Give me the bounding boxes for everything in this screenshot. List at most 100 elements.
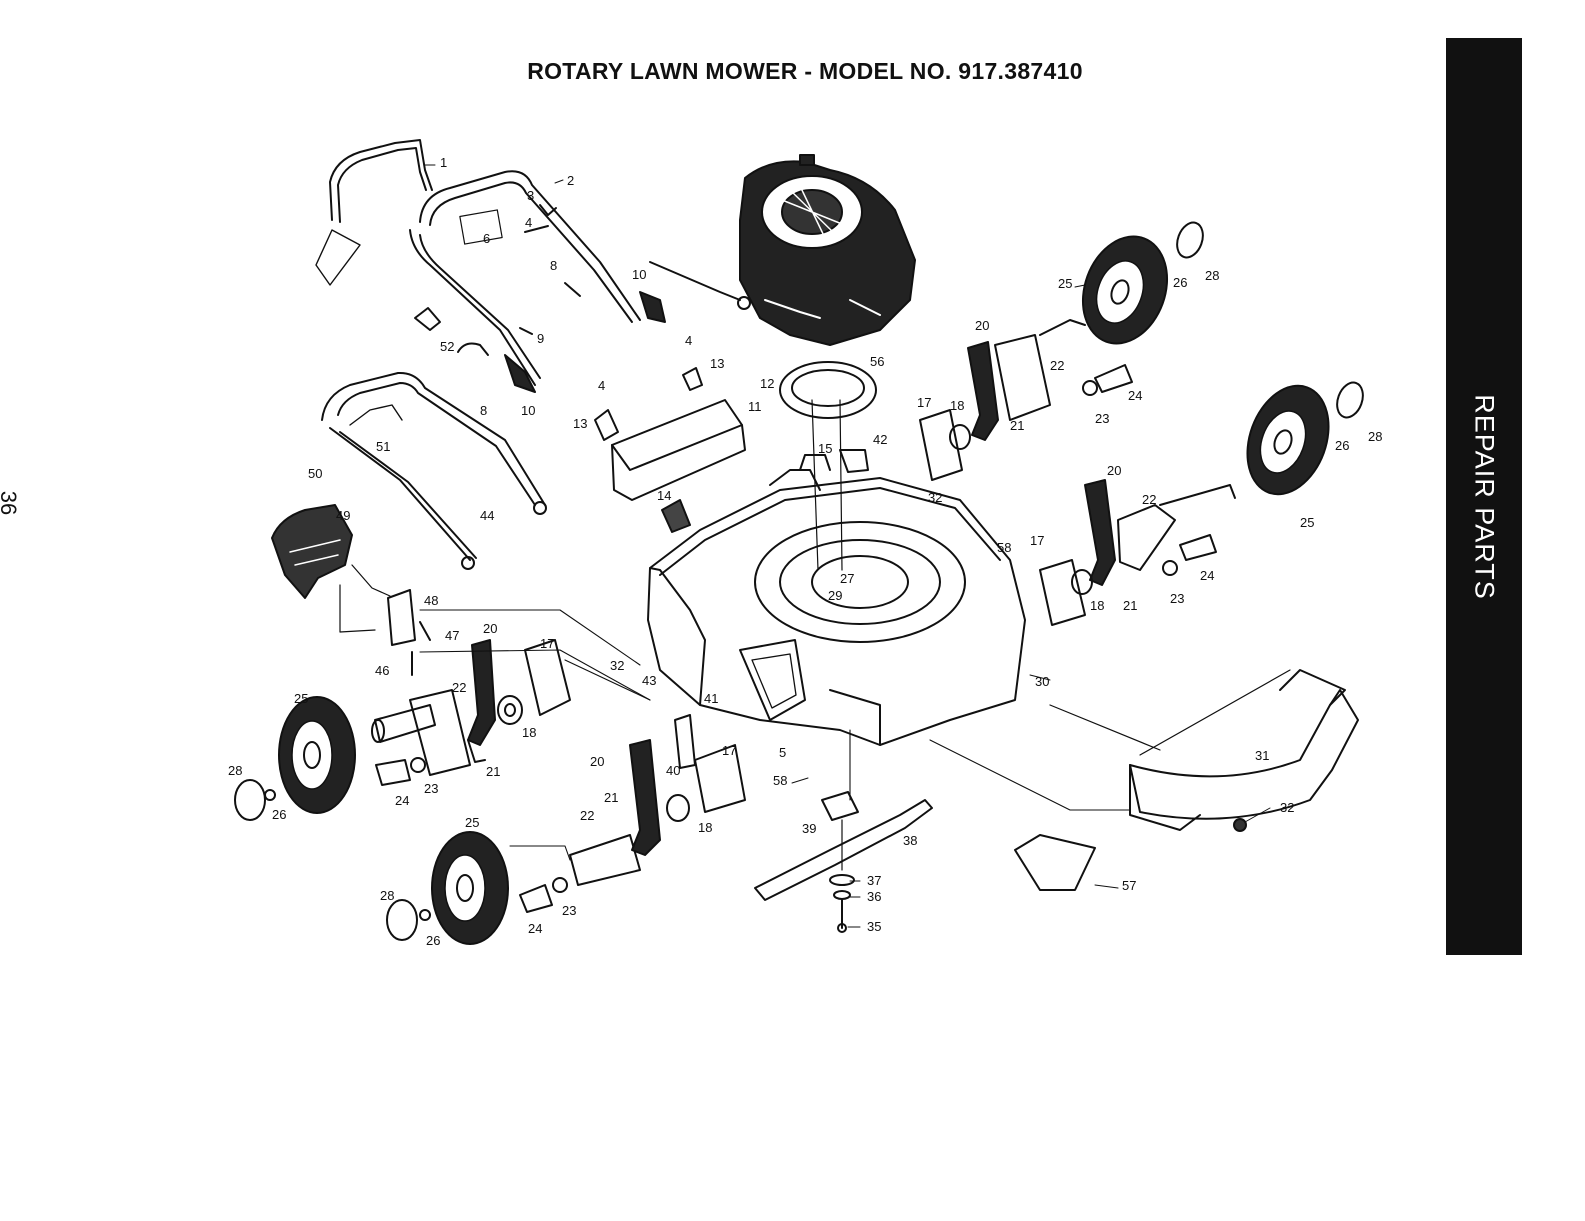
callout: 25 <box>1300 515 1314 530</box>
page-title: ROTARY LAWN MOWER - MODEL NO. 917.387410 <box>527 58 1083 84</box>
callout: 20 <box>483 621 497 636</box>
callout: 18 <box>522 725 536 740</box>
callout: 21 <box>604 790 618 805</box>
leader-lines <box>419 609 1131 861</box>
callout: 26 <box>272 807 286 822</box>
callout: 27 <box>840 571 854 586</box>
callout: 31 <box>1255 748 1269 763</box>
callout: 41 <box>704 691 718 706</box>
callout: 35 <box>867 919 881 934</box>
callout: 13 <box>710 356 724 371</box>
callout: 32 <box>1280 800 1294 815</box>
callout: 48 <box>424 593 438 608</box>
wheel-right-lower <box>1039 381 1364 626</box>
callout: 18 <box>1090 598 1104 613</box>
callout: 24 <box>528 921 542 936</box>
callout: 26 <box>1335 438 1349 453</box>
callout: 20 <box>590 754 604 769</box>
deflector-bracket <box>594 367 869 533</box>
callout: 52 <box>440 339 454 354</box>
rear-flap <box>271 504 353 599</box>
wheel-right-upper <box>919 221 1204 481</box>
callout: 38 <box>903 833 917 848</box>
upper-handle <box>315 139 433 286</box>
callout: 17 <box>917 395 931 410</box>
callout: 28 <box>1205 268 1219 283</box>
callout: 49 <box>336 508 350 523</box>
callout: 25 <box>294 691 308 706</box>
callout: 22 <box>580 808 594 823</box>
callout: 44 <box>480 508 494 523</box>
lower-handle <box>321 371 547 570</box>
callout: 25 <box>465 815 479 830</box>
callout: 10 <box>632 267 646 282</box>
section-tab: REPAIR PARTS <box>1446 38 1522 955</box>
callout: 43 <box>642 673 656 688</box>
wheel-left-lower <box>386 714 746 945</box>
callout-ticks <box>424 164 1271 928</box>
callout: 28 <box>228 763 242 778</box>
callout: 21 <box>1010 418 1024 433</box>
callout: 39 <box>802 821 816 836</box>
callout: 18 <box>950 398 964 413</box>
callout: 22 <box>1050 358 1064 373</box>
callout: 40 <box>666 763 680 778</box>
callout: 13 <box>573 416 587 431</box>
callout: 17 <box>540 636 554 651</box>
callout: 51 <box>376 439 390 454</box>
callout: 8 <box>550 258 557 273</box>
callout: 46 <box>375 663 389 678</box>
callout: 20 <box>975 318 989 333</box>
callout: 58 <box>997 540 1011 555</box>
callout: 32 <box>928 490 942 505</box>
callout: 30 <box>1035 674 1049 689</box>
callout: 21 <box>1123 598 1137 613</box>
callout: 9 <box>537 331 544 346</box>
callout: 24 <box>1128 388 1142 403</box>
callout: 36 <box>867 889 881 904</box>
exploded-parts-diagram: 1 2 3 4 6 8 10 9 52 10 4 13 4 13 11 12 5… <box>228 139 1382 948</box>
callout: 26 <box>426 933 440 948</box>
callout: 23 <box>1170 591 1184 606</box>
rear-hinge-bracket <box>339 564 431 676</box>
callout: 6 <box>483 231 490 246</box>
control-levers <box>414 204 666 393</box>
callout: 42 <box>873 432 887 447</box>
callout: 14 <box>657 488 671 503</box>
callout: 37 <box>867 873 881 888</box>
callout: 11 <box>748 399 762 414</box>
middle-handle <box>409 170 641 386</box>
callout: 58 <box>773 773 787 788</box>
callout: 23 <box>562 903 576 918</box>
callout: 29 <box>828 588 842 603</box>
callout: 23 <box>1095 411 1109 426</box>
callout: 18 <box>698 820 712 835</box>
callout: 4 <box>598 378 605 393</box>
callout: 22 <box>452 680 466 695</box>
wheel-left-upper <box>234 696 356 821</box>
callout: 17 <box>722 743 736 758</box>
callout: 2 <box>567 173 574 188</box>
callout: 28 <box>1368 429 1382 444</box>
callout: 26 <box>1173 275 1187 290</box>
callout: 23 <box>424 781 438 796</box>
callout: 50 <box>308 466 322 481</box>
callout: 8 <box>480 403 487 418</box>
blade-assembly <box>754 791 933 933</box>
callout: 21 <box>486 764 500 779</box>
callout: 4 <box>525 215 532 230</box>
side-discharge-chute <box>1014 669 1359 891</box>
callout: 47 <box>445 628 459 643</box>
callout: 5 <box>779 745 786 760</box>
callout: 22 <box>1142 492 1156 507</box>
callout: 15 <box>818 441 832 456</box>
callout: 17 <box>1030 533 1044 548</box>
callout-labels: 1 2 3 4 6 8 10 9 52 10 4 13 4 13 11 12 5… <box>228 155 1382 948</box>
callout: 1 <box>440 155 447 170</box>
callout: 3 <box>527 188 534 203</box>
section-tab-label: REPAIR PARTS <box>1469 393 1500 600</box>
alignment-lines <box>811 399 843 571</box>
callout: 56 <box>870 354 884 369</box>
callout: 28 <box>380 888 394 903</box>
callout: 24 <box>1200 568 1214 583</box>
